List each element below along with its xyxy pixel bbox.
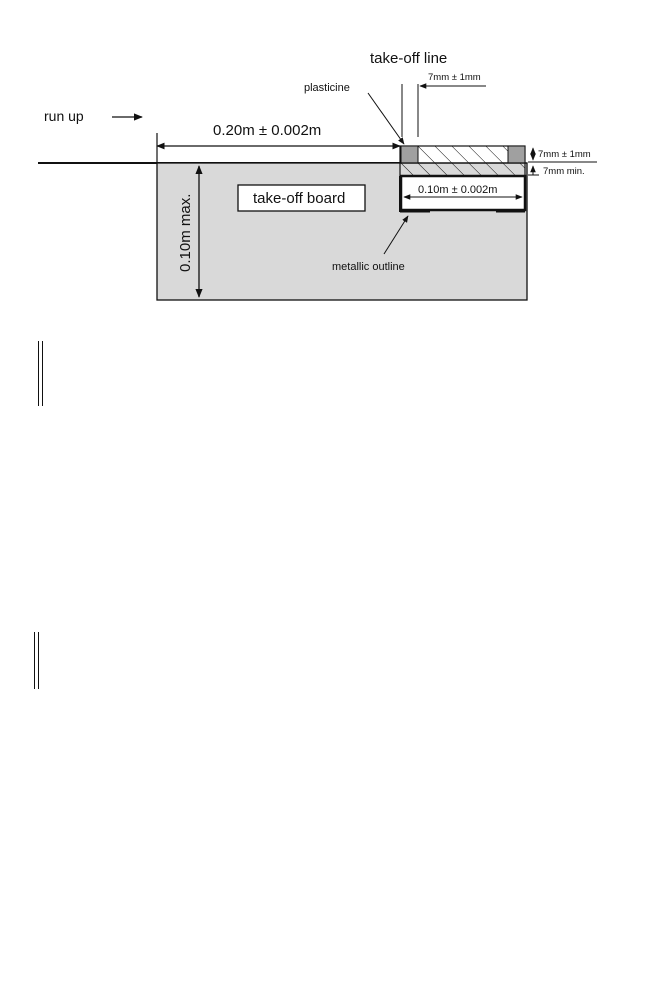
take-off-line-title: take-off line — [370, 50, 447, 67]
indicator-board-box — [399, 174, 527, 212]
metallic-outline-label: metallic outline — [332, 261, 405, 273]
plasticine-pointer — [367, 92, 405, 145]
board-to-line-label: 0.20m ± 0.002m — [213, 122, 321, 139]
plasticine-right-block — [507, 145, 526, 164]
take-off-board-label: take-off board — [253, 190, 345, 207]
plasticine-width-label: 7mm ± 1mm — [428, 72, 481, 83]
plasticine-hatched-area — [399, 145, 526, 177]
metallic-outline-pointer — [383, 215, 409, 255]
plasticine-label: plasticine — [304, 82, 350, 94]
plasticine-height-label: 7mm ± 1mm — [538, 149, 591, 160]
depth-label: 0.10m max. — [177, 194, 194, 272]
indicator-width-label: 0.10m ± 0.002m — [418, 184, 497, 196]
double-bar-bottom — [34, 632, 39, 689]
take-off-board-label-box — [237, 184, 366, 212]
run-up-label: run up — [44, 108, 84, 124]
plasticine-min-label: 7mm min. — [543, 166, 585, 177]
plasticine-left-block — [400, 145, 419, 164]
double-bar-top — [38, 341, 43, 406]
